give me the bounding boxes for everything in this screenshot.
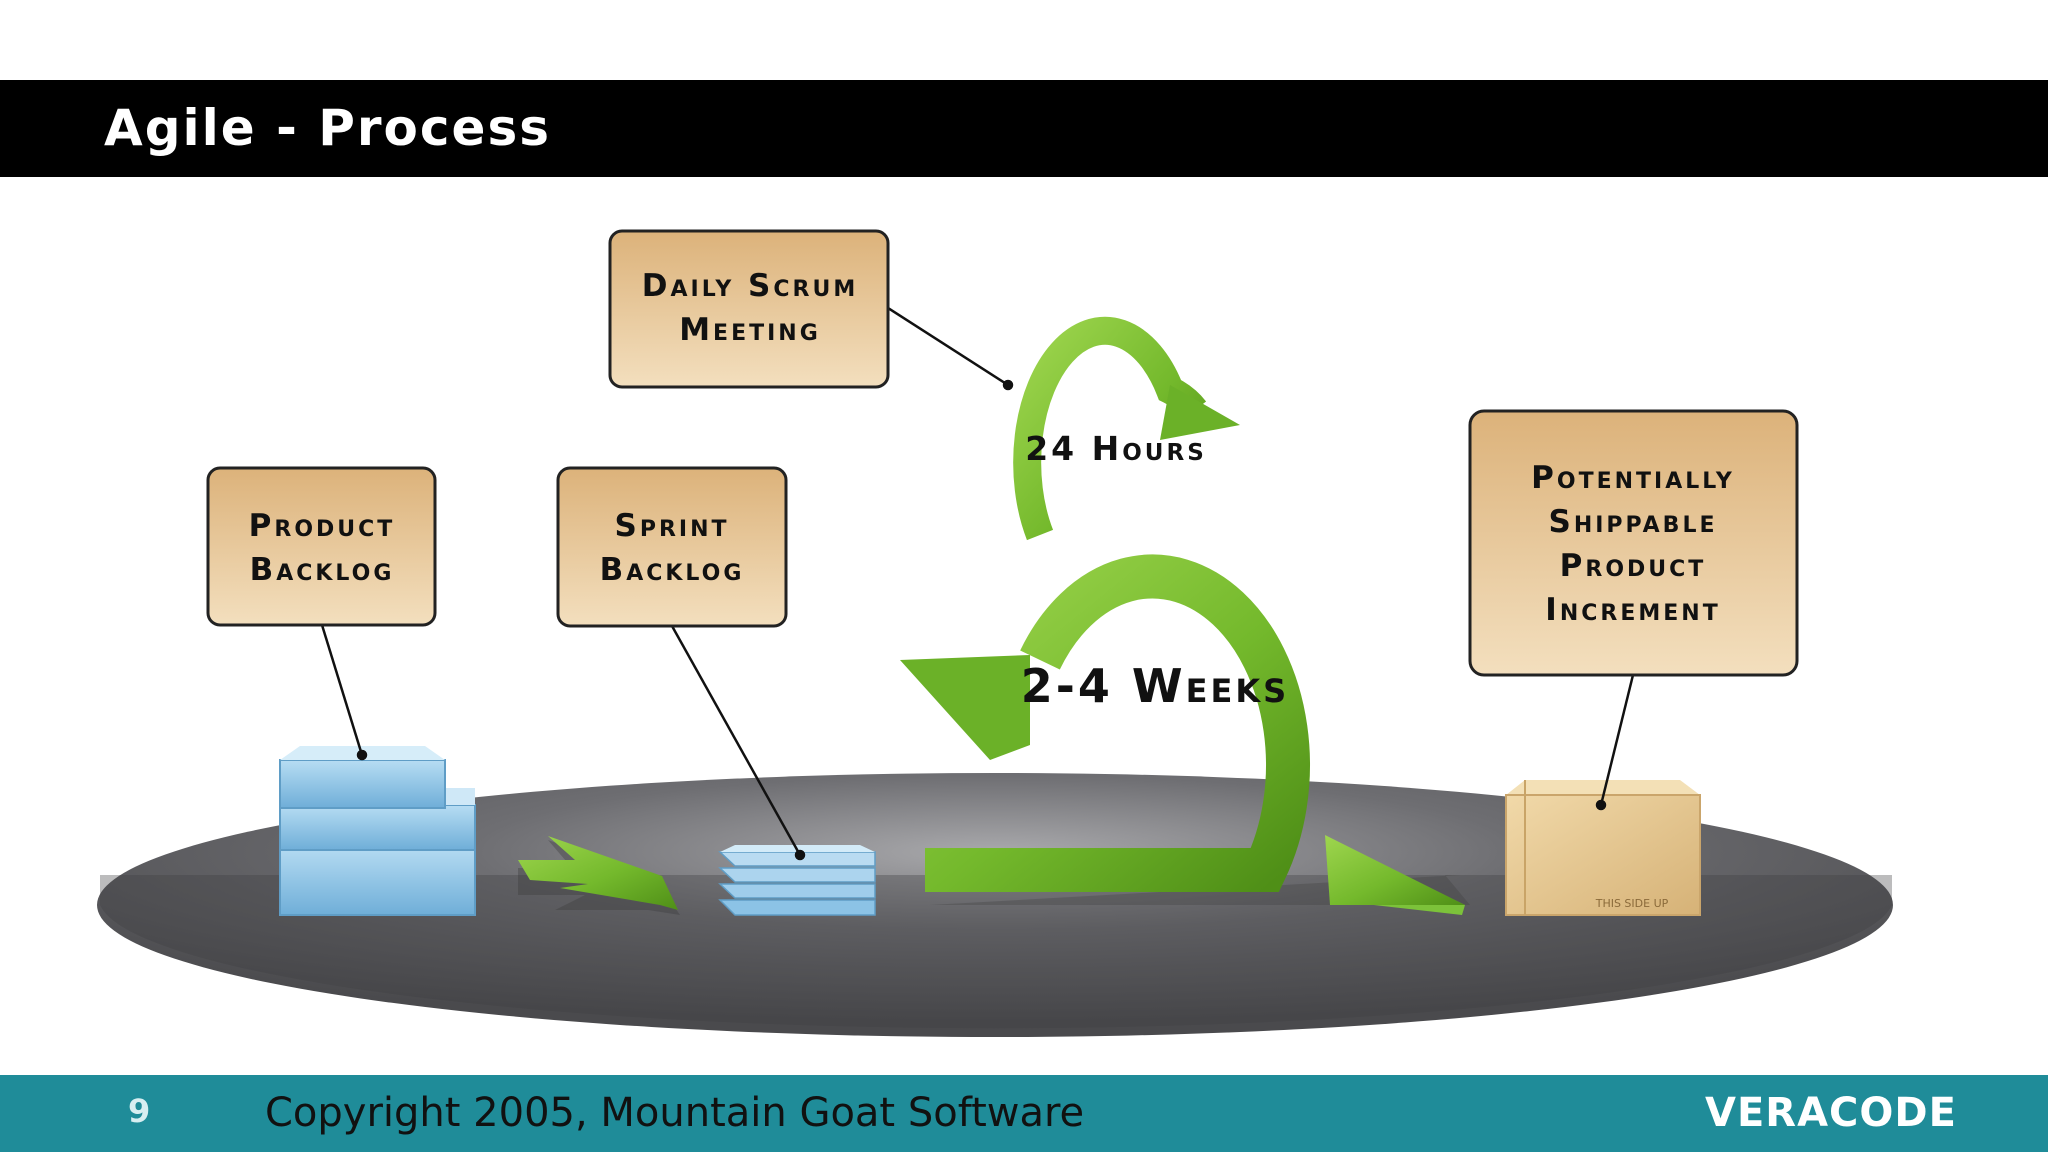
product-backlog-stack-icon <box>279 746 476 916</box>
callout-lines <box>320 306 1635 861</box>
veracode-logo: VERACODE <box>1705 1090 1957 1136</box>
product-backlog-line-2: Backlog <box>250 552 395 588</box>
product-backlog-line-1: Product <box>249 508 396 544</box>
slide-title: Agile - Process <box>104 99 551 157</box>
increment-line-3: Product <box>1560 548 1707 584</box>
increment-box: Potentially Shippable Product Increment <box>1468 409 1799 677</box>
product-backlog-box: Product Backlog <box>206 466 437 627</box>
sprint-backlog-line-2: Backlog <box>600 552 745 588</box>
increment-line-4: Increment <box>1545 592 1720 628</box>
page-number: 9 <box>128 1092 151 1130</box>
copyright-text: Copyright 2005, Mountain Goat Software <box>265 1090 1085 1136</box>
title-bar: Agile - Process <box>0 80 2048 177</box>
daily-scrum-box: Daily Scrum Meeting <box>608 229 890 389</box>
box-caption: THIS SIDE UP <box>1595 897 1669 910</box>
sprint-backlog-box: Sprint Backlog <box>556 466 788 628</box>
daily-cycle-label: 24 Hours <box>1025 429 1207 468</box>
flow-arrow-icon <box>518 836 680 915</box>
increment-line-2: Shippable <box>1549 504 1718 540</box>
daily-scrum-line-2: Meeting <box>679 312 821 348</box>
platform-disc <box>97 773 1893 1037</box>
sprint-cycle-arrow-icon <box>900 554 1470 915</box>
sprint-backlog-line-1: Sprint <box>615 508 730 544</box>
sprint-cycle-label: 2-4 Weeks <box>1021 659 1289 713</box>
increment-line-1: Potentially <box>1531 460 1735 496</box>
sprint-backlog-stack-icon <box>718 845 876 916</box>
daily-scrum-line-1: Daily Scrum <box>642 268 858 304</box>
footer-bar: 9 Copyright 2005, Mountain Goat Software… <box>0 1075 2048 1152</box>
shippable-product-box-icon <box>1505 780 1701 916</box>
daily-cycle-arrow-icon <box>1013 316 1240 541</box>
